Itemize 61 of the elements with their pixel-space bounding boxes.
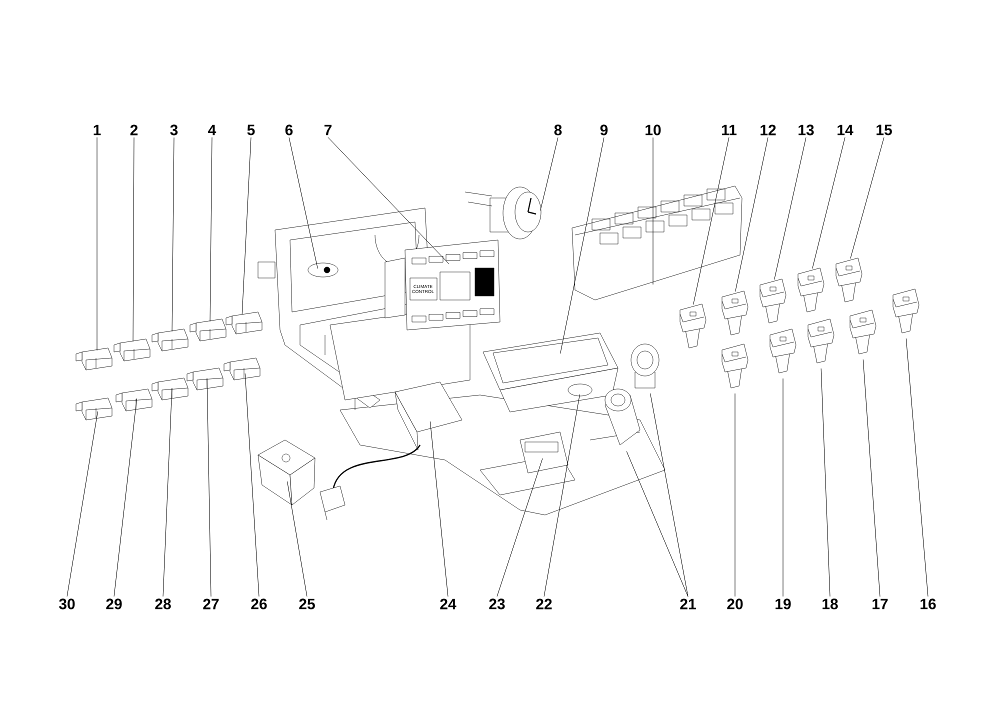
callout-number: 3: [170, 124, 178, 136]
leader-line: [287, 481, 308, 597]
callout-number: 25: [299, 598, 315, 610]
leader-line: [288, 137, 318, 269]
callout-number: 12: [760, 124, 776, 136]
leader-line: [650, 393, 688, 597]
callout-number: 28: [155, 598, 171, 610]
callout-number: 29: [106, 598, 122, 610]
leader-line: [544, 394, 580, 597]
leader-line: [560, 137, 604, 354]
callout-number: 26: [251, 598, 267, 610]
leader-line: [328, 137, 450, 264]
leader-line: [66, 411, 98, 597]
leader-line: [693, 137, 730, 305]
callout-number: 20: [727, 598, 743, 610]
leader-line: [774, 137, 806, 280]
leader-line: [206, 379, 212, 597]
callout-number: 19: [776, 598, 791, 610]
callout-number: 9: [600, 124, 608, 136]
leader-line: [210, 137, 212, 322]
callout-number: 18: [822, 598, 838, 610]
leader-line: [850, 137, 884, 259]
callout-number: 15: [876, 124, 892, 136]
leader-line: [162, 388, 172, 597]
callout-number: 8: [554, 124, 562, 136]
callout-number: 4: [208, 124, 216, 136]
leader-line: [812, 137, 846, 269]
leader-line: [626, 451, 688, 597]
leader-line: [862, 359, 880, 597]
leader-line: [820, 368, 830, 597]
callout-number: 23: [489, 598, 505, 610]
callout-number: 24: [440, 598, 456, 610]
callout-number: 2: [130, 124, 138, 136]
callout-number: 1: [94, 124, 101, 136]
leader-line: [735, 137, 768, 292]
callout-number: 30: [59, 598, 75, 610]
callout-number: 11: [722, 124, 737, 136]
leader-line: [906, 338, 928, 597]
leader-line: [782, 378, 784, 597]
callout-number: 5: [247, 124, 255, 136]
callout-number: 10: [646, 124, 661, 136]
leader-line: [430, 421, 448, 597]
callout-number: 27: [203, 598, 219, 610]
callout-number: 17: [872, 598, 888, 610]
leader-line: [114, 398, 138, 597]
callout-number: 7: [324, 124, 332, 136]
callout-number: 21: [680, 598, 696, 610]
leader-line: [652, 137, 654, 285]
leader-line: [540, 137, 558, 211]
leader-line: [96, 137, 98, 351]
callout-number: 22: [536, 598, 552, 610]
leader-line: [132, 137, 134, 342]
leader-line: [496, 458, 543, 597]
callout-number: 16: [920, 598, 936, 610]
callout-number: 13: [798, 124, 814, 136]
callout-number: 14: [838, 124, 854, 136]
leader-line: [734, 393, 736, 597]
leader-line: [242, 137, 252, 315]
leader-line: [244, 373, 260, 597]
callout-number: 6: [285, 124, 293, 136]
leader-line: [172, 137, 174, 332]
